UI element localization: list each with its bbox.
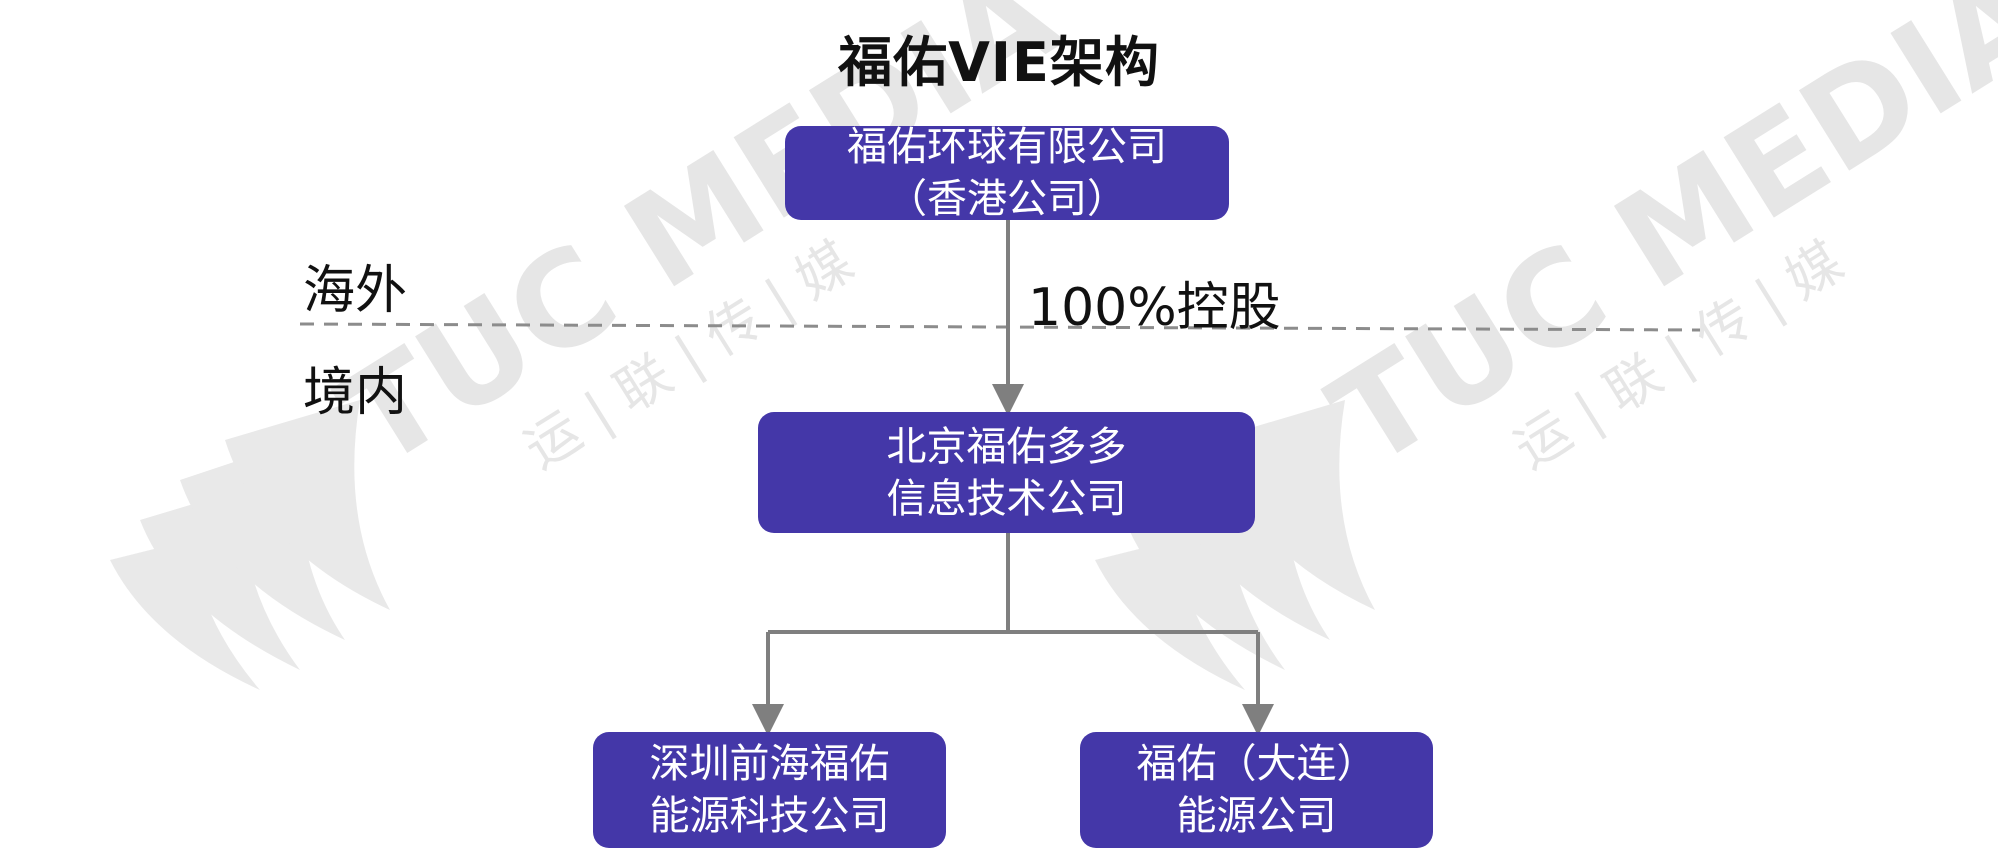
- region-divider-line: [299, 322, 1701, 332]
- node-dalian-company-line2: 能源公司: [1176, 793, 1337, 839]
- region-label-overseas: 海外: [303, 261, 408, 321]
- node-hk-company-line1: 福佑环球有限公司: [847, 124, 1167, 170]
- region-label-domestic: 境内: [303, 363, 408, 423]
- node-hk-company: 福佑环球有限公司 （香港公司）: [785, 124, 1229, 222]
- diagram-title: 福佑VIE架构: [838, 31, 1160, 94]
- node-dalian-company-line1: 福佑（大连）: [1136, 741, 1377, 787]
- node-dalian-company: 福佑（大连） 能源公司: [1080, 732, 1433, 848]
- node-beijing-company-line2: 信息技术公司: [886, 475, 1127, 522]
- edge-label-holding: 100%控股: [1028, 278, 1281, 338]
- node-beijing-company-line1: 北京福佑多多: [886, 423, 1127, 470]
- node-beijing-company: 北京福佑多多 信息技术公司: [758, 412, 1255, 533]
- node-shenzhen-company-line2: 能源科技公司: [649, 793, 890, 839]
- node-shenzhen-company: 深圳前海福佑 能源科技公司: [593, 732, 946, 848]
- watermark-logo-left: [110, 400, 390, 690]
- node-shenzhen-company-line1: 深圳前海福佑: [649, 741, 890, 787]
- node-hk-company-line2: （香港公司）: [887, 176, 1127, 222]
